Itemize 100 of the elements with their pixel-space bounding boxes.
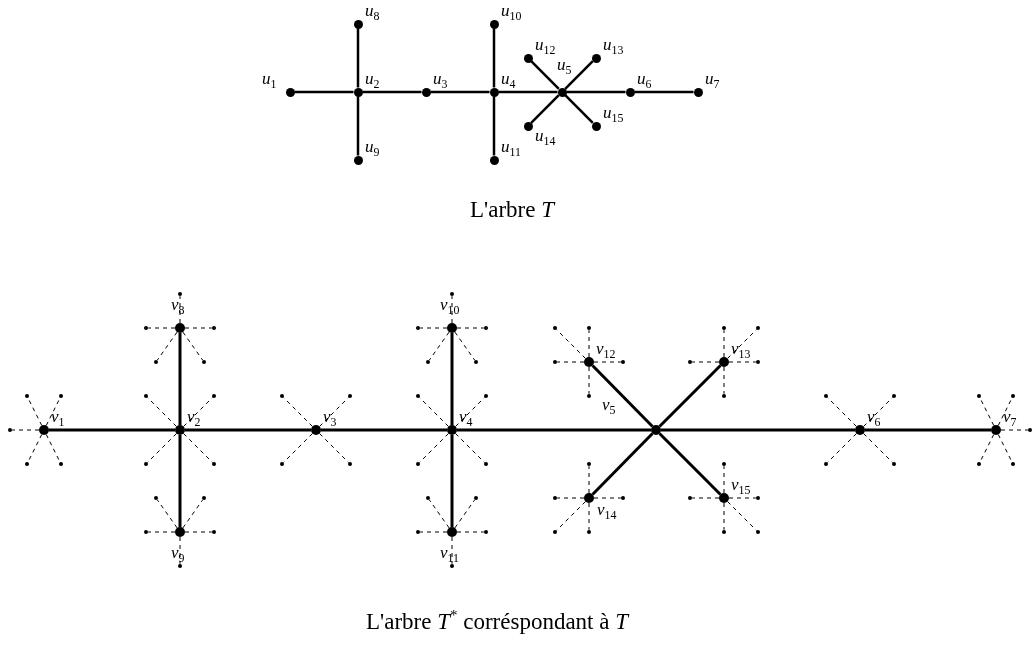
dashed-edge [147,327,176,329]
dashed-edge [723,329,725,358]
tree-edge [294,90,354,94]
tree-edge [661,428,855,432]
dashed-edge [997,433,1013,463]
vertex-label: u$_{4}$ [501,70,516,87]
tree-edge [564,60,594,90]
dashed-edge [556,361,585,363]
dashed-edge [156,331,178,361]
dashed-edge [428,499,450,529]
tree-edge [178,435,182,527]
dashed-edge [723,502,725,531]
vertex-label: u$_{12}$ [535,36,556,53]
tree-edge [362,90,422,94]
dashed-edge [156,499,178,529]
dashed-edge [997,397,1013,427]
dashed-edge [454,331,476,361]
caption: L'arbre T [470,198,554,221]
tree-edge [634,90,694,94]
vertex-label: v$_{1}$ [51,408,65,425]
dashed-edge [588,366,590,395]
vertex-label: v$_{8}$ [171,296,185,313]
dashed-edge [728,361,757,363]
tree-edge [566,90,626,94]
vertex-label: u$_{5}$ [557,56,572,73]
tree-edge [591,364,654,428]
tree-edge [178,333,182,425]
tree-edge [564,94,594,124]
dashed-edge [979,433,995,463]
vertex-label: u$_{13}$ [603,36,624,53]
tree-edge [185,428,311,432]
dashed-edge [182,499,204,529]
vertex-label: v$_{10}$ [440,296,460,313]
dashed-edge [419,327,448,329]
tree-edge [430,90,490,94]
dashed-edge [184,531,213,533]
vertex-label: u$_{6}$ [637,70,652,87]
vertex-label: v$_{14}$ [597,501,617,518]
tree-edge [356,28,360,88]
vertex-label: v$_{5}$ [602,396,616,413]
dashed-edge [179,536,181,565]
dashed-edge [45,397,61,427]
vertex-label: u$_{11}$ [501,138,521,155]
dashed-edge [451,295,453,324]
vertex-label: v$_{6}$ [867,408,881,425]
dashed-edge [147,531,176,533]
dashed-edge [1000,429,1029,431]
dashed-edge [588,329,590,358]
vertex-label: v$_{11}$ [440,544,459,561]
tree-edge [450,435,454,527]
tree-edge [457,428,651,432]
dashed-edge [979,397,995,427]
dashed-edge [428,331,450,361]
dashed-edge [691,361,720,363]
dashed-edge [691,497,720,499]
vertex-label: u$_{9}$ [365,138,380,155]
dashed-edge [728,497,757,499]
dashed-edge [454,499,476,529]
dashed-edge [179,295,181,324]
dashed-edge [456,327,485,329]
dashed-edge [556,497,585,499]
vertex-label: u$_{3}$ [433,70,448,87]
dashed-edge [451,536,453,565]
tree-edge [492,28,496,88]
tree-edge [356,96,360,156]
dashed-edge [588,502,590,531]
dashed-edge [593,361,622,363]
tree-edge [530,60,560,90]
dashed-edge [11,429,40,431]
vertex-label: u$_{8}$ [365,2,380,19]
vertex-label: u$_{2}$ [365,70,380,87]
tree-edge [450,333,454,425]
tree-edge [49,428,175,432]
dashed-edge [45,433,61,463]
tree-edge [321,428,447,432]
dashed-edge [723,366,725,395]
vertex-label: u$_{14}$ [535,127,556,144]
dashed-edge [588,465,590,494]
tree-edge [492,96,496,156]
vertex-label: v$_{9}$ [171,544,185,561]
tree-edge [530,94,560,124]
dashed-edge [419,531,448,533]
dashed-edge [593,497,622,499]
vertex-label: u$_{7}$ [705,70,720,87]
vertex-label: v$_{12}$ [596,340,616,357]
dashed-edge [184,327,213,329]
vertex-label: v$_{7}$ [1003,408,1017,425]
vertex-label: v$_{15}$ [731,476,751,493]
vertex-label: u$_{1}$ [262,70,277,87]
tree-edge [658,364,722,428]
dashed-edge [456,531,485,533]
tree-edge [658,432,722,496]
tree-edge [498,90,558,94]
dashed-edge [27,397,43,427]
vertex-label: u$_{10}$ [501,2,522,19]
caption: L'arbre T$^{*}$ corréspondant à T [366,610,628,633]
dashed-edge [723,465,725,494]
dashed-edge [27,433,43,463]
tree-edge [591,432,654,496]
vertex-label: u$_{15}$ [603,104,624,121]
